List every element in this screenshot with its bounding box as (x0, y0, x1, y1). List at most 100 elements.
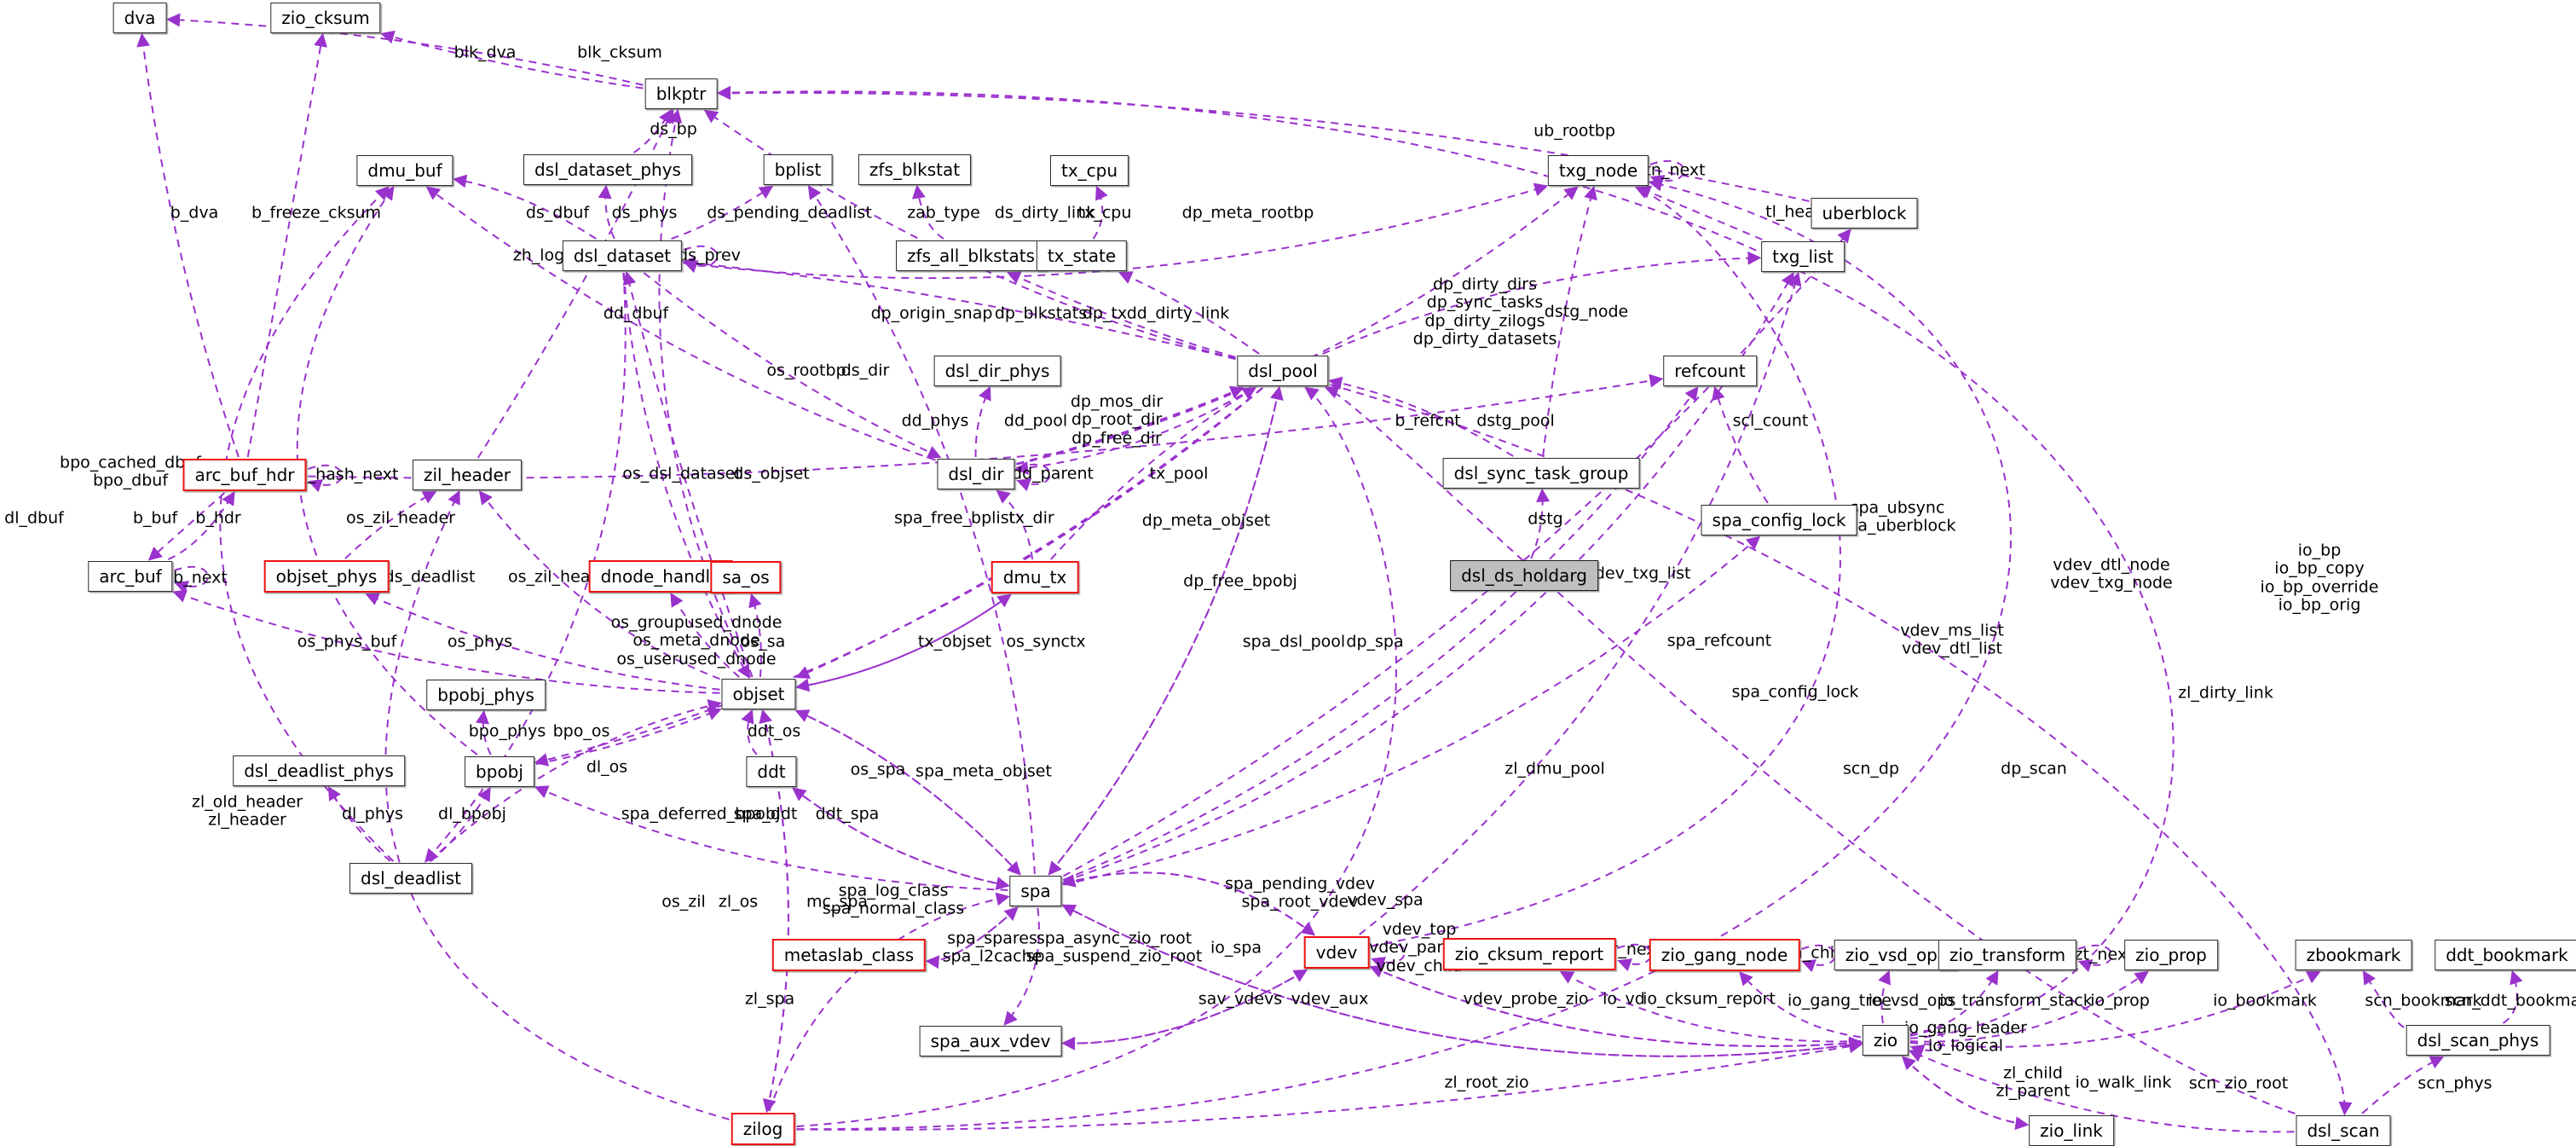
edge-zilog-spa (768, 892, 1010, 1112)
edge-bpobj-bpobj_phys (475, 709, 492, 755)
node-zil_header[interactable]: zil_header (412, 460, 523, 490)
node-dsl_ds_holdarg[interactable]: dsl_ds_holdarg (1450, 560, 1598, 591)
edge-zio_cksum_report-zio_cksum_report (1617, 943, 1652, 972)
node-sa_os[interactable]: sa_os (710, 561, 782, 593)
edge-vdev-spa_aux_vdev (1061, 969, 1307, 1050)
node-ddt_bookmark[interactable]: ddt_bookmark (2434, 940, 2576, 970)
edge-arc_buf_hdr-zio_cksum (246, 32, 327, 458)
node-dva[interactable]: dva (113, 3, 167, 33)
edge-objset-spa (796, 710, 1021, 876)
node-zio_prop[interactable]: zio_prop (2124, 940, 2218, 970)
edge-tx_state-tx_cpu (1092, 185, 1108, 240)
node-objset[interactable]: objset (721, 679, 796, 709)
node-dsl_dir_phys[interactable]: dsl_dir_phys (933, 356, 1061, 386)
node-blkptr[interactable]: blkptr (644, 78, 718, 109)
edge-dsl_sync_task_group-txg_node (1542, 185, 1597, 457)
node-zio_link[interactable]: zio_link (2029, 1115, 2114, 1146)
edge-objset-sa_os (748, 593, 762, 678)
node-txg_list[interactable]: txg_list (1761, 241, 1845, 272)
node-bpobj[interactable]: bpobj (465, 756, 534, 787)
node-ddt[interactable]: ddt (746, 756, 797, 787)
edge-zio-zio_gang_node (1739, 971, 1862, 1039)
edge-dsl_pool-bpobj (534, 387, 1263, 767)
edge-zio-zio (1909, 1029, 1945, 1058)
edge-objset-blkptr (658, 108, 752, 678)
node-dsl_deadlist[interactable]: dsl_deadlist (349, 863, 472, 894)
node-dmu_buf[interactable]: dmu_buf (356, 155, 453, 186)
node-dsl_dataset[interactable]: dsl_dataset (562, 240, 683, 271)
edge-dsl_dataset-bplist (671, 185, 774, 240)
edge-spa_aux_vdev-vdev (1063, 969, 1308, 1045)
edge-bpobj-objset (535, 707, 722, 766)
edge-vdev-txg_list (1359, 271, 1802, 935)
edge-objset-zil_header (478, 490, 720, 680)
node-dsl_sync_task_group[interactable]: dsl_sync_task_group (1442, 458, 1640, 489)
node-bpobj_phys[interactable]: bpobj_phys (426, 680, 546, 710)
node-dsl_dataset_phys[interactable]: dsl_dataset_phys (523, 154, 692, 185)
node-objset_phys[interactable]: objset_phys (263, 560, 390, 593)
edge-dsl_scan-dsl_pool (1324, 385, 2296, 1114)
edge-dsl_dir-txg_node (1016, 186, 1579, 466)
node-zfs_blkstat[interactable]: zfs_blkstat (858, 154, 972, 185)
edge-objset_phys-zil_header (344, 490, 437, 559)
edge-dsl_pool-tx_state (1118, 271, 1260, 355)
edge-dsl_scan_phys-ddt_bookmark (2502, 969, 2523, 1024)
node-tx_cpu[interactable]: tx_cpu (1049, 155, 1129, 186)
node-zio[interactable]: zio (1862, 1025, 1909, 1056)
edge-zio-zio_prop (1909, 970, 2149, 1043)
node-refcount[interactable]: refcount (1663, 356, 1757, 386)
node-zio_cksum[interactable]: zio_cksum (270, 3, 381, 33)
edge-dmu_tx-dsl_dir (996, 489, 1034, 560)
node-dsl_scan[interactable]: dsl_scan (2296, 1115, 2391, 1146)
node-spa_config_lock[interactable]: spa_config_lock (1701, 505, 1857, 535)
edge-spa-objset (794, 709, 1020, 875)
node-dsl_pool[interactable]: dsl_pool (1237, 356, 1329, 386)
node-tx_state[interactable]: tx_state (1036, 240, 1128, 271)
node-arc_buf[interactable]: arc_buf (88, 561, 173, 592)
node-dsl_dir[interactable]: dsl_dir (937, 459, 1015, 489)
node-dsl_deadlist_phys[interactable]: dsl_deadlist_phys (233, 755, 405, 786)
edge-objset-dmu_tx (797, 593, 1012, 688)
edge-dsl_pool-dsl_scan (1330, 384, 2353, 1116)
edge-arc_buf_hdr-arc_buf_hdr (308, 464, 343, 493)
node-metaslab_class[interactable]: metaslab_class (771, 939, 927, 971)
node-uberblock[interactable]: uberblock (1811, 198, 1918, 229)
edge-blkptr-zio_cksum (380, 30, 644, 90)
node-bplist[interactable]: bplist (763, 154, 833, 185)
edge-vdev-vdev (1371, 941, 1406, 970)
edge-zilog-dsl_pool (796, 386, 1397, 1128)
node-spa_aux_vdev[interactable]: spa_aux_vdev (919, 1026, 1062, 1056)
edge-txg_list-txg_node (1637, 185, 1763, 240)
node-txg_node[interactable]: txg_node (1547, 155, 1649, 186)
node-dmu_tx[interactable]: dmu_tx (991, 561, 1079, 593)
node-zilog[interactable]: zilog (731, 1113, 795, 1145)
edge-dsl_dataset-dsl_dataset (683, 245, 719, 274)
node-zio_transform[interactable]: zio_transform (1938, 940, 2077, 970)
edge-zio-zio_transform (1909, 969, 1999, 1037)
edge-spa-spa_config_lock (1063, 535, 1761, 886)
node-zbookmark[interactable]: zbookmark (2295, 940, 2412, 970)
edge-spa-bpobj (534, 785, 1008, 891)
edge-spa-txg_list (1063, 271, 1794, 883)
edge-spa-metaslab_class (925, 907, 1018, 969)
node-spa[interactable]: spa (1009, 876, 1062, 906)
node-zfs_all_blkstats[interactable]: zfs_all_blkstats (896, 240, 1046, 271)
edge-dsl_dataset-txg_node (683, 182, 1549, 280)
edge-arc_buf_hdr-arc_buf (147, 492, 226, 561)
edge-dsl_pool-objset (795, 387, 1263, 679)
node-vdev[interactable]: vdev (1303, 936, 1370, 969)
node-dsl_scan_phys[interactable]: dsl_scan_phys (2406, 1025, 2550, 1056)
edge-objset-arc_buf (172, 589, 720, 694)
edge-txg_node-txg_node (1649, 159, 1685, 188)
edge-dsl_dataset_phys-blkptr (632, 108, 673, 153)
edge-spa-dsl_pool (1048, 385, 1284, 875)
node-arc_buf_hdr[interactable]: arc_buf_hdr (182, 459, 307, 491)
node-dnode_handle[interactable]: dnode_handle (588, 560, 733, 593)
edge-dsl_deadlist-bpobj (430, 786, 491, 862)
edge-arc_buf-arc_buf (174, 565, 209, 594)
edge-dsl_scan-zio (1908, 1049, 2295, 1133)
node-zio_cksum_report[interactable]: zio_cksum_report (1442, 938, 1616, 970)
node-zio_gang_node[interactable]: zio_gang_node (1649, 939, 1800, 971)
edge-dsl_pool-dsl_dir (1014, 387, 1255, 475)
edge-dsl_deadlist-dsl_deadlist_phys (327, 785, 391, 862)
